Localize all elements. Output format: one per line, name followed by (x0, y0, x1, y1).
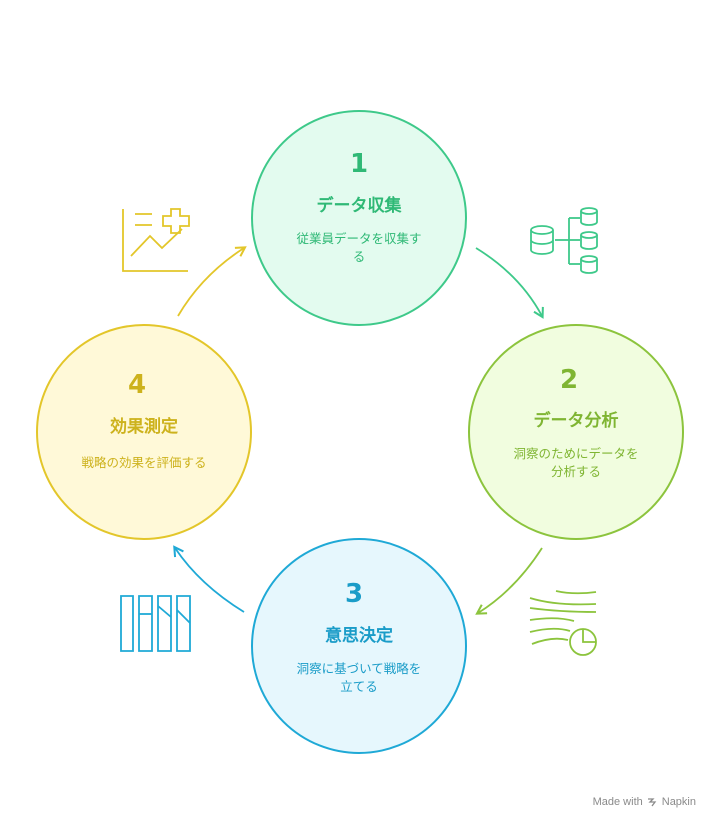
stage-3-node: 3 意思決定 洞察に基づいて戦略を 立てる (251, 538, 467, 754)
stage-4-title: 効果測定 (110, 416, 178, 437)
stage-3-desc-line-2: 立てる (340, 679, 378, 694)
database-icon (530, 207, 598, 274)
stage-3-number: 3 (345, 579, 363, 609)
stage-4-desc-line-1: 戦略の効果を評価する (81, 455, 206, 470)
arrow-4-to-1 (177, 246, 247, 317)
arrow-1-to-2 (475, 247, 544, 319)
watermark: Made with Napkin (593, 796, 696, 808)
stage-2-desc-line-1: 洞察のためにデータを (513, 446, 638, 461)
arrow-3-to-4 (173, 545, 245, 613)
napkin-logo-icon (647, 797, 657, 806)
strategy-columns-icon (120, 595, 191, 652)
stage-1-node: 1 データ収集 従業員データを収集す る (251, 110, 467, 326)
arrow-2-to-3 (475, 547, 543, 615)
stage-4-node: 4 効果測定 戦略の効果を評価する (36, 324, 252, 540)
chart-plus-icon (122, 208, 190, 272)
stage-1-title: データ収集 (317, 195, 403, 216)
stage-4-number: 4 (128, 370, 146, 400)
stage-2-number: 2 (560, 365, 578, 395)
stage-1-desc-line-2: る (353, 249, 366, 264)
stage-3-desc-line-1: 洞察に基づいて戦略を (297, 661, 422, 676)
stage-2-title: データ分析 (534, 410, 619, 431)
stage-3-title: 意思決定 (325, 625, 393, 646)
watermark-brand: Napkin (661, 796, 696, 808)
stage-2-node: 2 データ分析 洞察のためにデータを 分析する (468, 324, 684, 540)
stage-2-desc-line-2: 分析する (551, 464, 601, 479)
watermark-prefix: Made with (592, 796, 643, 808)
analysis-icon (529, 590, 597, 656)
stage-1-desc-line-1: 従業員データを収集す (296, 231, 421, 246)
stage-1-number: 1 (350, 149, 368, 179)
